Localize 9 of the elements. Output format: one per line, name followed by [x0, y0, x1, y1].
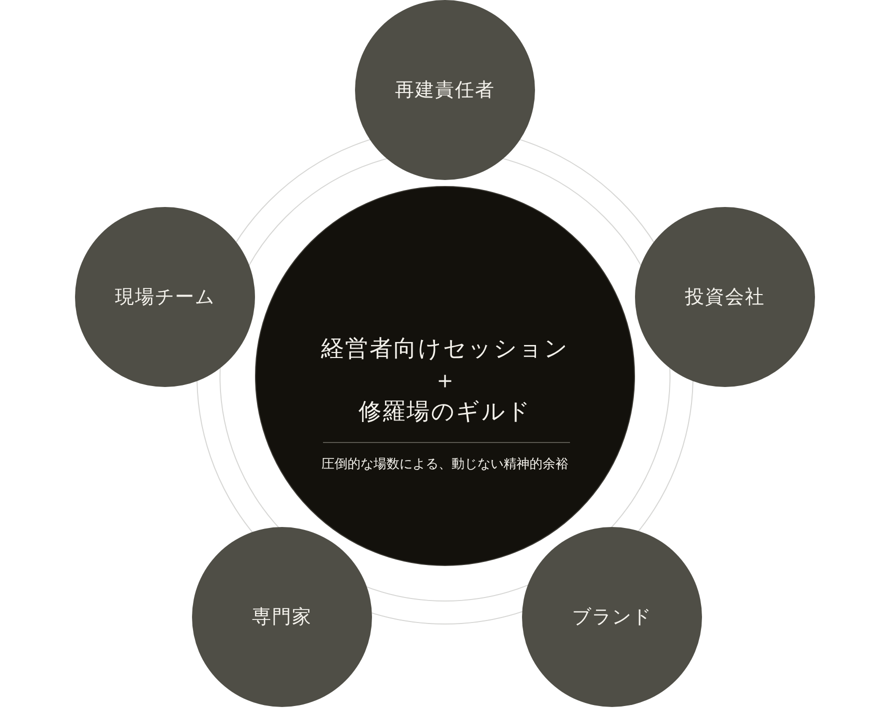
- node-label: 専門家: [252, 608, 312, 626]
- heading-text: 経営者向けセッション: [321, 338, 569, 360]
- node-label: ブランド: [572, 608, 652, 626]
- node-label: 投資会社: [685, 288, 765, 306]
- node-label: 現場チーム: [115, 288, 215, 306]
- node-label: 再建責任者: [395, 80, 495, 100]
- subtitle-text: 圧倒的な場数による、動じない精神的余裕: [322, 458, 568, 470]
- plus-sign: ＋: [433, 368, 457, 392]
- heading-text: 修羅場のギルド: [358, 400, 532, 424]
